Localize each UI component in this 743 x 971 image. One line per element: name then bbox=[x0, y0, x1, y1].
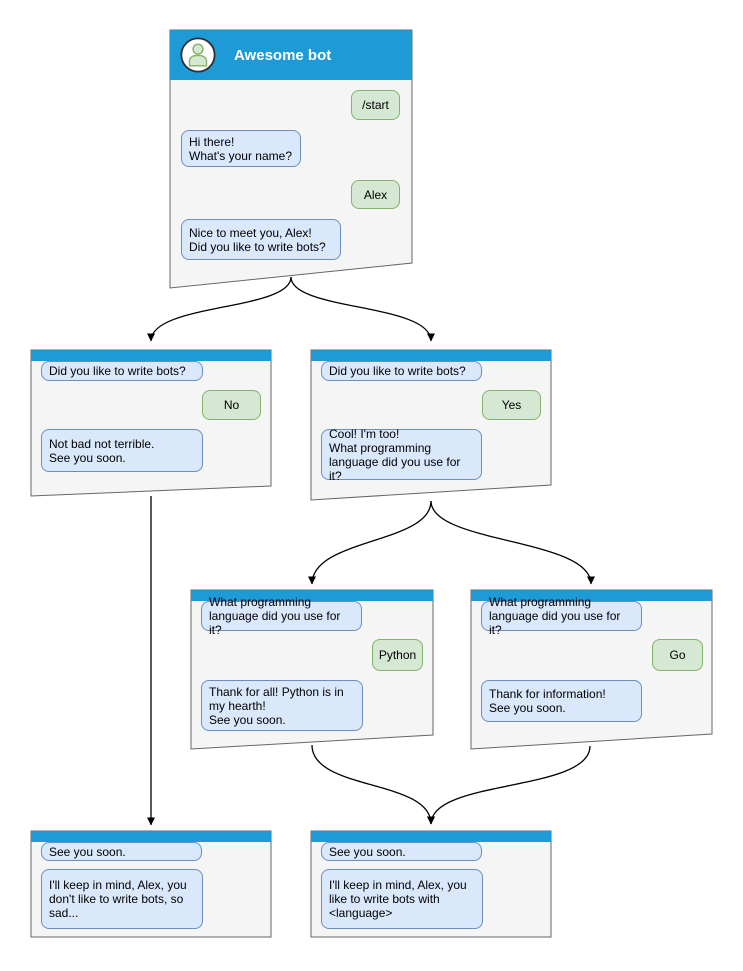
window-titlebar bbox=[311, 831, 551, 842]
bot-message-bubble: Not bad not terrible. See you soon. bbox=[41, 429, 203, 472]
bot-message-bubble: See you soon. bbox=[41, 842, 202, 861]
bot-message-bubble: Cool! I'm too! What programming language… bbox=[321, 427, 482, 483]
bot-message-bubble: Hi there! What's your name? bbox=[181, 130, 301, 167]
bot-message-bubble: See you soon. bbox=[321, 842, 482, 861]
user-message-bubble: Alex bbox=[351, 180, 400, 209]
bot-message-bubble: I'll keep in mind, Alex, you don't like … bbox=[41, 869, 203, 929]
bot-message-bubble: What programming language did you use fo… bbox=[481, 595, 642, 637]
chat-window-python: What programming language did you use fo… bbox=[191, 590, 433, 749]
bot-message-bubble: I'll keep in mind, Alex, you like to wri… bbox=[321, 869, 483, 929]
bot-avatar-icon bbox=[180, 37, 216, 73]
chat-window-branch-no: Did you like to write bots? No Not bad n… bbox=[31, 350, 271, 496]
user-message-bubble: No bbox=[202, 390, 261, 420]
user-message-bubble: Python bbox=[372, 639, 423, 671]
arrow-python-to-end bbox=[311, 744, 435, 825]
bot-message-bubble: Did you like to write bots? bbox=[321, 361, 482, 381]
arrow-go-to-end bbox=[427, 745, 591, 825]
arrow-yes-to-python bbox=[308, 500, 432, 585]
user-message-bubble: /start bbox=[351, 90, 400, 120]
user-message-bubble: Yes bbox=[482, 390, 541, 420]
window-titlebar bbox=[191, 590, 433, 601]
window-titlebar bbox=[31, 831, 271, 842]
bot-message-bubble: Did you like to write bots? bbox=[41, 361, 203, 381]
arrow-start-to-yes bbox=[290, 276, 435, 342]
bot-message-bubble: Nice to meet you, Alex! Did you like to … bbox=[181, 219, 341, 260]
bot-name-title: Awesome bot bbox=[234, 46, 332, 64]
window-titlebar: Awesome bot bbox=[170, 30, 412, 80]
bot-message-bubble: Thank for all! Python is in my hearth! S… bbox=[201, 680, 363, 731]
window-titlebar bbox=[31, 350, 271, 361]
bot-message-bubble: Thank for information! See you soon. bbox=[481, 680, 642, 722]
chat-window-end-language: See you soon. I'll keep in mind, Alex, y… bbox=[311, 831, 551, 937]
chat-window-go: What programming language did you use fo… bbox=[471, 590, 712, 749]
window-titlebar bbox=[311, 350, 551, 361]
window-titlebar bbox=[471, 590, 712, 601]
user-message-bubble: Go bbox=[652, 639, 703, 671]
chat-window-branch-yes: Did you like to write bots? Yes Cool! I'… bbox=[311, 350, 551, 500]
chat-window-end-sad: See you soon. I'll keep in mind, Alex, y… bbox=[31, 831, 271, 937]
chat-window-start: Awesome bot /start Hi there! What's your… bbox=[170, 30, 412, 288]
arrow-start-to-no bbox=[147, 276, 292, 342]
arrow-yes-to-go bbox=[430, 500, 595, 585]
bot-message-bubble: What programming language did you use fo… bbox=[201, 595, 362, 637]
